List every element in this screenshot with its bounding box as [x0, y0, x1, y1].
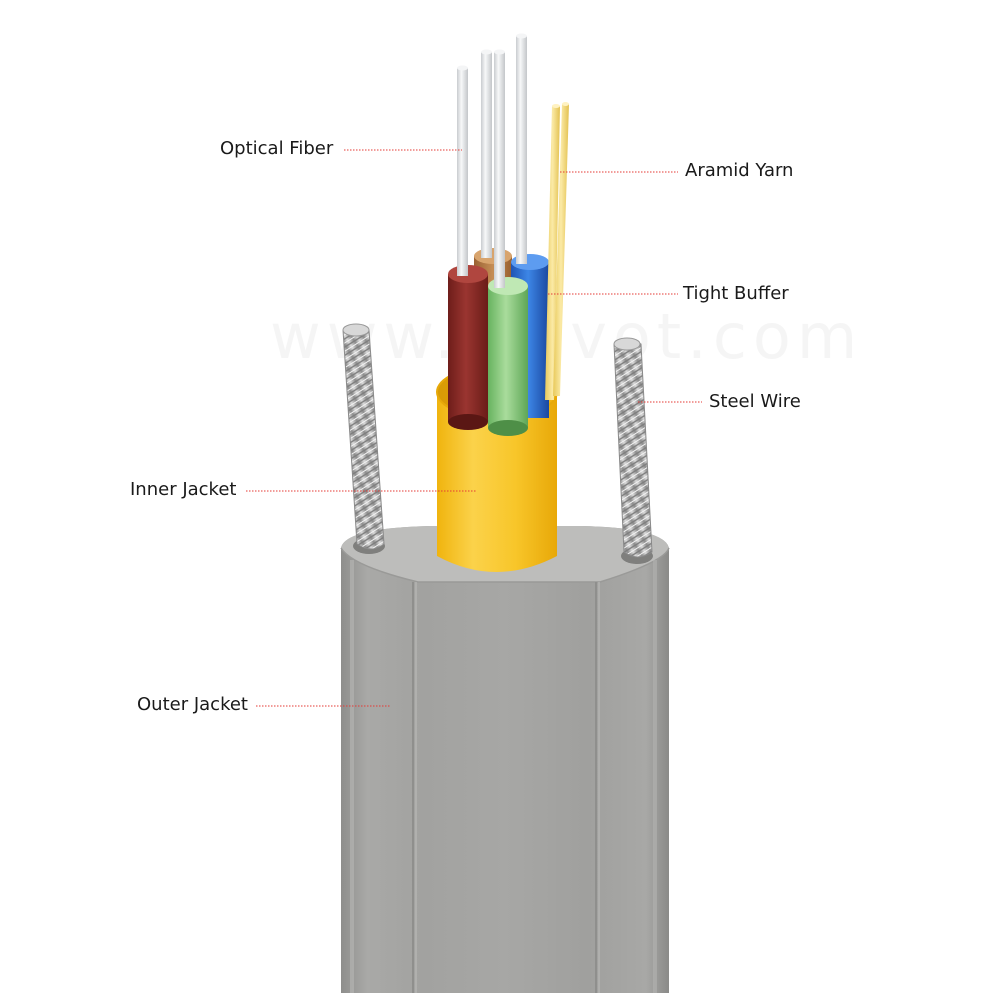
optical-fibers	[457, 33, 527, 288]
label-inner-jacket: Inner Jacket	[130, 479, 237, 500]
leader-lines	[246, 149, 702, 707]
label-tight-buffer: Tight Buffer	[683, 283, 789, 304]
label-outer-jacket: Outer Jacket	[137, 694, 248, 715]
optical-fiber-4	[516, 36, 527, 264]
optical-fiber-2	[481, 52, 492, 258]
steel-wire-right	[613, 337, 653, 558]
steel-wire-left	[342, 323, 385, 550]
tight-buffer-red	[448, 265, 488, 430]
label-aramid-yarn: Aramid Yarn	[685, 160, 794, 181]
optical-fiber-1	[457, 68, 468, 276]
label-optical-fiber: Optical Fiber	[220, 138, 334, 159]
optical-fiber-3	[494, 52, 505, 288]
label-steel-wire: Steel Wire	[709, 391, 801, 412]
outer-jacket	[340, 526, 670, 993]
tight-buffer-green	[488, 277, 528, 436]
aramid-yarn	[545, 102, 569, 400]
